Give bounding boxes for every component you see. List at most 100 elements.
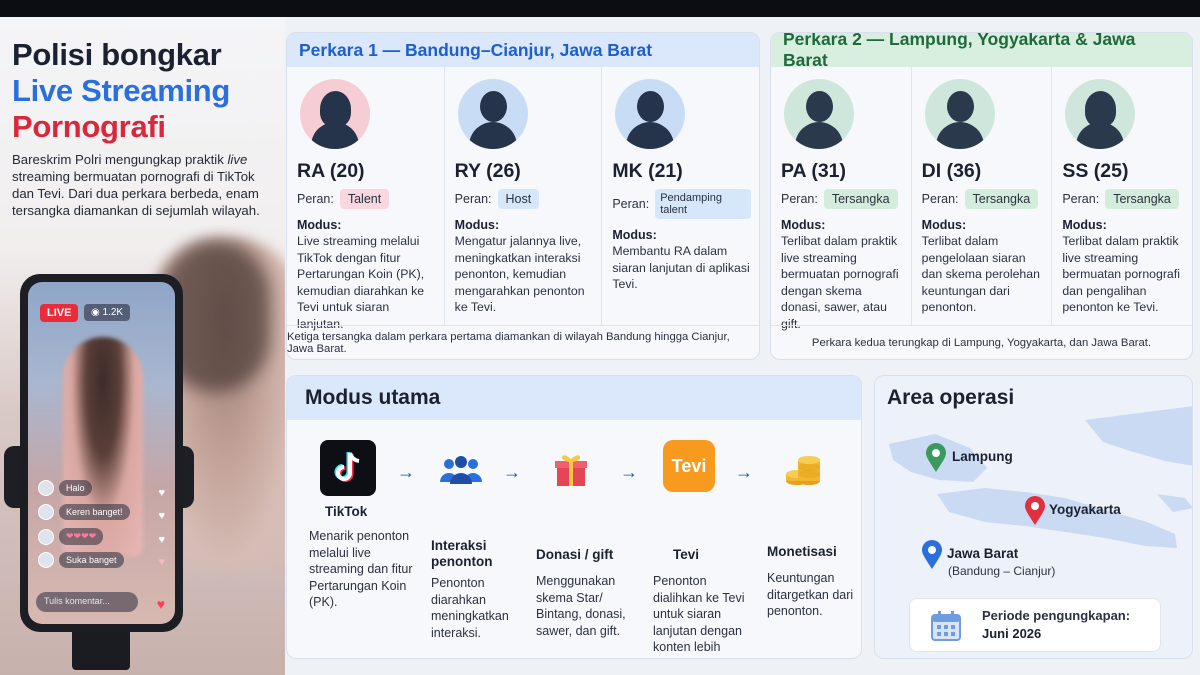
avatar-head <box>320 91 351 127</box>
avatar-head <box>479 91 507 122</box>
title-line-1: Polisi bongkar <box>12 37 222 72</box>
arrow-right-icon: → <box>735 462 753 482</box>
comment-input[interactable]: Tulis komentar... <box>36 592 138 612</box>
avatar <box>38 504 54 520</box>
male-avatar-icon <box>457 79 528 149</box>
step-label: Tevi <box>673 547 700 562</box>
chat-text: ❤❤❤❤ <box>59 528 104 545</box>
step-label: Interaksi penonton <box>431 538 493 569</box>
page-title: Polisi bongkar Live Streaming Pornografi <box>12 37 230 145</box>
person-card: MK (21) Peran: Pendamping talent Modus: M… <box>601 67 759 325</box>
step-text: Menggunakan skema Star/ Bintang, donasi,… <box>536 574 626 638</box>
modus-label: Modus: <box>612 228 657 242</box>
map-pin-icon <box>922 540 942 569</box>
modus-label: Modus: <box>297 218 342 232</box>
person-name: RY (26) <box>454 160 521 182</box>
viewer-count: ◉ 1.2K <box>84 304 131 321</box>
area-title: Area operasi <box>887 386 1015 409</box>
step-label: TikTok <box>325 504 368 519</box>
role-tag: Talent <box>339 189 390 209</box>
role-tag: Tersangka <box>1105 189 1179 209</box>
case-1-footnote: Ketiga tersangka dalam perkara pertama d… <box>287 325 759 359</box>
step-label: Monetisasi <box>767 544 837 559</box>
phone-mockup: LIVE ◉ 1.2K Halo Keren banget! ❤❤❤❤ Suka… <box>20 274 183 632</box>
person-card: PA (31) Peran:Tersangka Modus: Terlibat … <box>771 67 911 331</box>
map-pin-icon <box>1025 496 1045 525</box>
role-tag: Tersangka <box>823 189 898 209</box>
role-label: Peran: <box>781 192 818 206</box>
title-line-2: Live Streaming <box>12 73 231 108</box>
male-avatar-icon <box>615 79 686 149</box>
role-label: Peran: <box>612 197 650 211</box>
avatar <box>38 552 54 568</box>
modus-text: Membantu RA dalam siaran lanjutan di apl… <box>612 244 750 291</box>
tevi-icon: Tevi <box>663 440 715 492</box>
users-icon <box>433 442 489 498</box>
avatar-body <box>311 122 359 149</box>
case-1-title: Perkara 1 — Bandung–Cianjur, Jawa Barat <box>287 33 759 67</box>
coins-icon <box>775 440 831 496</box>
person-name: MK (21) <box>612 160 683 182</box>
title-line-3: Pornografi <box>12 109 166 144</box>
female-avatar-icon <box>1065 79 1136 149</box>
modus-text: Terlibat dalam praktik live streaming be… <box>781 234 899 331</box>
step-text: Penonton dialihkan ke Tevi untuk siaran … <box>653 574 745 658</box>
case-1-people: RA (20) Peran: Talent Modus: Live streami… <box>287 67 759 331</box>
modus-label: Modus: <box>921 218 967 232</box>
male-avatar-icon <box>784 79 854 149</box>
heart-icon: ♥ <box>158 487 165 499</box>
intro-part-2: streaming bermuatan pornografi di TikTok… <box>12 169 260 218</box>
heart-icon: ♥ <box>158 510 165 522</box>
map-pin-icon <box>926 443 946 472</box>
arrow-right-icon: → <box>397 462 415 482</box>
chat-message: Keren banget! <box>38 504 130 520</box>
pin-label-lampung: Lampung <box>952 449 1013 464</box>
case-2-panel: Perkara 2 — Lampung, Yogyakarta & Jawa B… <box>770 32 1193 360</box>
avatar-body <box>935 122 984 149</box>
modus-label: Modus: <box>1062 218 1107 232</box>
case-2-footnote: Perkara kedua terungkap di Lampung, Yogy… <box>771 325 1192 359</box>
phone-screen: LIVE ◉ 1.2K Halo Keren banget! ❤❤❤❤ Suka… <box>28 282 175 624</box>
area-panel: Area operasi Lampung Yogyakarta Jawa Bar… <box>874 375 1193 659</box>
intro-emphasis: live <box>227 152 248 167</box>
left-hero: Polisi bongkar Live Streaming Pornografi… <box>0 17 285 675</box>
chat-text: Keren banget! <box>59 504 130 520</box>
avatar <box>38 480 54 496</box>
person-name: RA (20) <box>297 160 365 182</box>
female-avatar-icon <box>300 79 370 149</box>
top-bar <box>0 0 1200 17</box>
step-label: Donasi / gift <box>536 547 614 562</box>
person-role: Peran:Tersangka <box>1062 189 1184 209</box>
arrow-right-icon: → <box>503 462 521 482</box>
person-name: DI (36) <box>921 160 982 182</box>
avatar <box>38 528 54 545</box>
modus-text: Live streaming melalui TikTok dengan fit… <box>297 234 425 331</box>
gift-icon <box>543 442 599 498</box>
pin-label-yogyakarta: Yogyakarta <box>1049 502 1121 517</box>
case-2-title: Perkara 2 — Lampung, Yogyakarta & Jawa B… <box>771 33 1192 70</box>
person-role: Peran: Pendamping talent <box>612 189 752 219</box>
avatar-head <box>1085 91 1117 127</box>
avatar-head <box>806 91 833 122</box>
viewer-count-value: 1.2K <box>102 307 124 318</box>
modus-panel: Modus utama TikTok Menarik penonton mela… <box>286 375 862 659</box>
male-avatar-icon <box>924 79 995 149</box>
person-name: SS (25) <box>1062 160 1129 182</box>
case-1-panel: Perkara 1 — Bandung–Cianjur, Jawa Barat … <box>286 32 760 360</box>
tiktok-icon <box>320 440 376 496</box>
like-heart-icon[interactable]: ♥ <box>156 596 165 612</box>
period-label: Periode pengungkapan: <box>982 608 1131 623</box>
modus-text: Mengatur jalannya live, meningkatkan int… <box>454 234 585 314</box>
person-card: DI (36) Peran:Tersangka Modus: Terlibat … <box>910 67 1052 325</box>
intro-text: Bareskrim Polri mengungkap praktik live … <box>12 151 272 219</box>
heart-icon: ♥ <box>158 534 165 546</box>
person-card: RY (26) Peran:Host Modus: Mengatur jalan… <box>443 67 602 325</box>
modus-label: Modus: <box>781 218 826 232</box>
streamer-image <box>63 337 143 557</box>
case-2-people: PA (31) Peran:Tersangka Modus: Terlibat … <box>771 67 1192 331</box>
chat-message: Halo <box>38 480 92 496</box>
role-label: Peran: <box>454 192 492 206</box>
live-badge: LIVE <box>40 304 79 322</box>
role-tag: Pendamping talent <box>655 189 752 219</box>
avatar-body <box>626 122 675 149</box>
